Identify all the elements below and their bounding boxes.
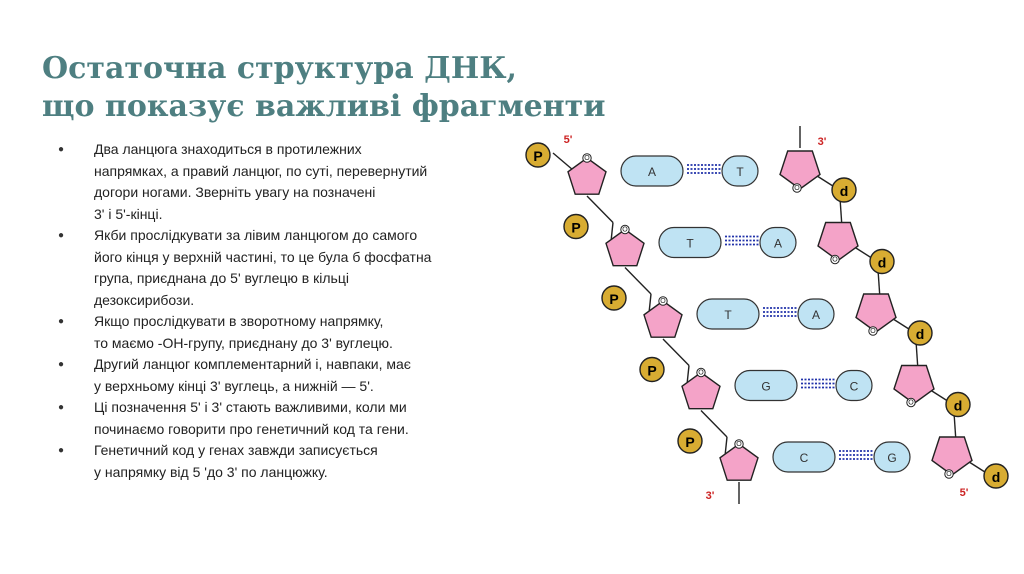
- oxygen-label: O: [794, 185, 800, 192]
- deoxy-group: d: [832, 178, 856, 202]
- deoxy-label: d: [954, 398, 963, 414]
- base-label: A: [812, 308, 820, 322]
- left-backbone-segment: [701, 411, 727, 438]
- backbone-link: [553, 153, 573, 170]
- left-sugar: [568, 158, 606, 194]
- right-sugar: [856, 294, 896, 332]
- phosphate-group: P: [602, 286, 626, 310]
- end-label-left-top: 5': [564, 134, 573, 146]
- base-label: G: [887, 451, 896, 465]
- phosphate-label: P: [685, 434, 694, 450]
- oxygen-label: O: [832, 257, 838, 264]
- base-label: C: [850, 380, 859, 394]
- oxygen-label: O: [584, 155, 590, 162]
- right-sugar: [818, 223, 858, 261]
- base-label: T: [724, 308, 732, 322]
- base-label: T: [686, 237, 694, 251]
- phosphate-group: P: [678, 429, 702, 453]
- deoxy-label: d: [878, 255, 887, 271]
- right-sugar: [932, 437, 972, 475]
- base-label: C: [800, 451, 809, 465]
- left-backbone-segment: [625, 268, 651, 295]
- base-label: G: [761, 380, 770, 394]
- phosphate-label: P: [609, 291, 618, 307]
- phosphate-label: P: [647, 363, 656, 379]
- oxygen-label: O: [946, 471, 952, 478]
- deoxy-group: d: [908, 321, 932, 345]
- base-label: A: [648, 165, 656, 179]
- deoxy-group: d: [984, 464, 1008, 488]
- base-label: A: [774, 237, 782, 251]
- oxygen-label: O: [698, 370, 704, 377]
- oxygen-label: O: [908, 400, 914, 407]
- deoxy-group: d: [870, 250, 894, 274]
- end-label-right-bottom: 5': [960, 487, 969, 499]
- phosphate-group: P: [564, 215, 588, 239]
- left-backbone-segment: [663, 339, 689, 366]
- phosphate-label: P: [571, 220, 580, 236]
- base-label: T: [736, 165, 744, 179]
- deoxy-label: d: [916, 326, 925, 342]
- deoxy-group: d: [946, 393, 970, 417]
- right-sugar: [780, 151, 820, 189]
- end-label-right-top: 3': [818, 136, 827, 148]
- deoxy-label: d: [840, 183, 849, 199]
- phosphate-label: P: [533, 148, 542, 164]
- phosphate-group: P: [640, 358, 664, 382]
- oxygen-label: O: [870, 328, 876, 335]
- left-backbone-segment: [587, 196, 613, 223]
- phosphate-group: P: [526, 143, 550, 167]
- oxygen-label: O: [622, 227, 628, 234]
- oxygen-label: O: [660, 298, 666, 305]
- end-label-left-bottom: 3': [706, 490, 715, 502]
- deoxy-label: d: [992, 469, 1001, 485]
- oxygen-label: O: [736, 441, 742, 448]
- right-sugar: [894, 366, 934, 404]
